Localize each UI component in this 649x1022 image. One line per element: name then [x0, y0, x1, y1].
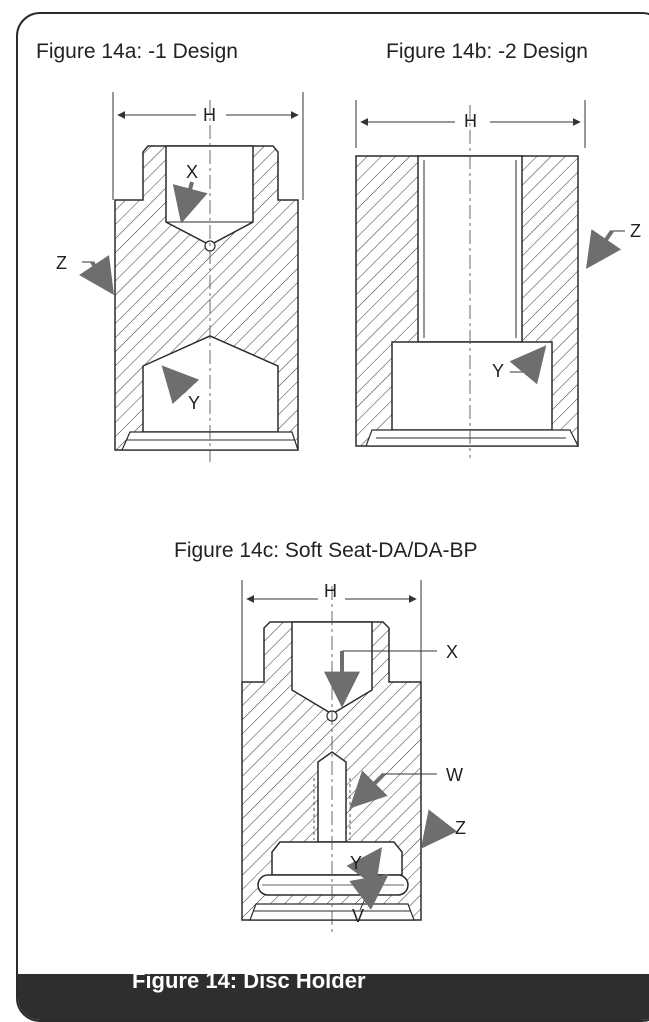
panel-b-title: Figure 14b: -2 Design	[386, 40, 588, 63]
panel-a-title: Figure 14a: -1 Design	[36, 40, 238, 63]
panel-b-drawing	[355, 100, 625, 458]
panel-b-label-y: Y	[492, 361, 504, 381]
panel-a-drawing	[79, 92, 304, 462]
panel-c-label-w: W	[446, 765, 463, 785]
figure-caption: Figure 14: Disc Holder	[132, 968, 366, 993]
panel-a-label-z: Z	[56, 253, 67, 273]
panel-c-label-x: X	[446, 642, 458, 662]
panel-c-label-v: V	[352, 906, 364, 926]
panel-c-drawing	[241, 580, 458, 935]
panel-a-label-y: Y	[188, 393, 200, 413]
panel-a-label-h: H	[203, 105, 216, 125]
panel-a-label-x: X	[186, 162, 198, 182]
panel-b-label-z: Z	[630, 221, 641, 241]
panel-c-label-h: H	[324, 581, 337, 601]
panel-b-label-h: H	[464, 111, 477, 131]
panel-c-label-y: Y	[350, 853, 362, 873]
panel-c-label-z: Z	[455, 818, 466, 838]
panel-c-title: Figure 14c: Soft Seat-DA/DA-BP	[174, 539, 477, 562]
